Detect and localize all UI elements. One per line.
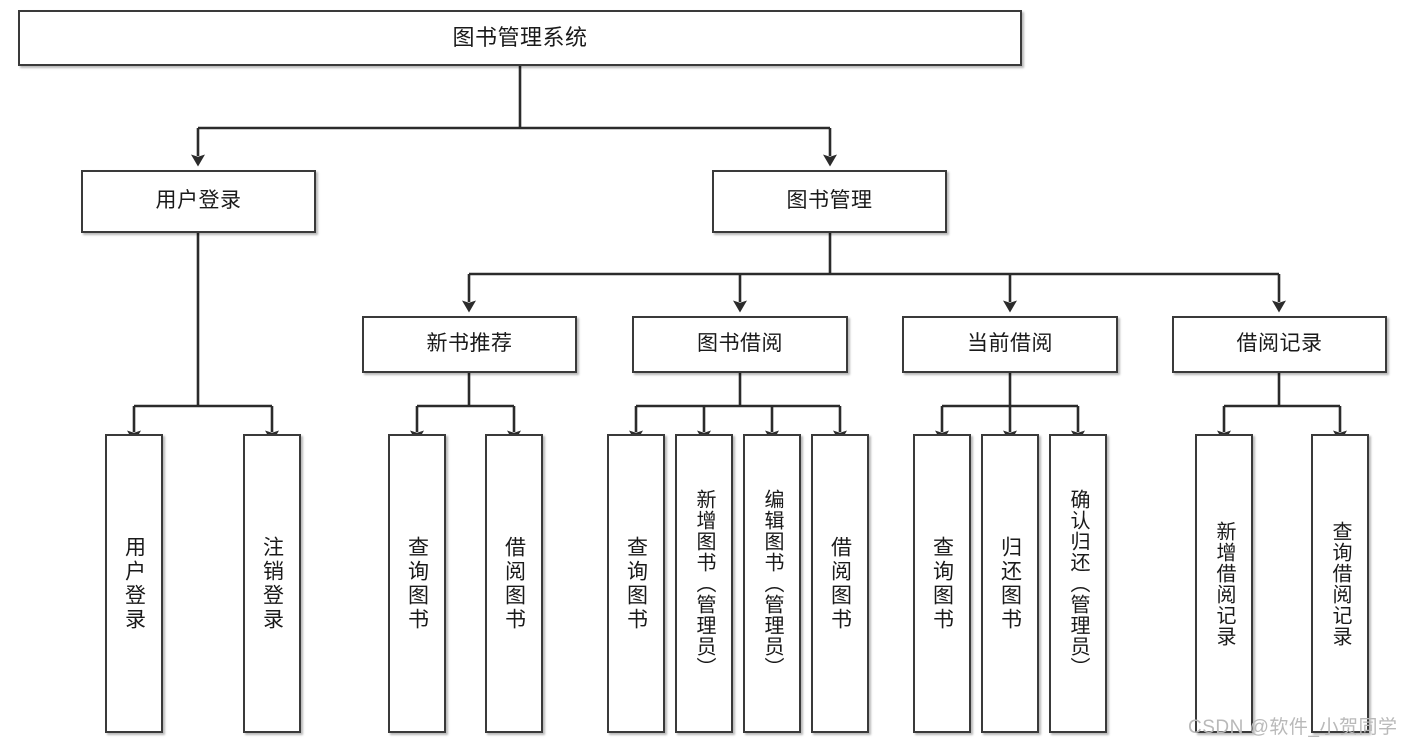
node-label: 用户登录	[155, 189, 242, 213]
node-book-borrow[interactable]: 图书借阅	[632, 316, 848, 373]
node-borrow-record[interactable]: 借阅记录	[1172, 316, 1387, 373]
node-current-borrow[interactable]: 当前借阅	[902, 316, 1118, 373]
node-label: 查询图书	[624, 535, 648, 632]
node-label: 归还图书	[998, 535, 1022, 632]
leaf-user-login-login[interactable]: 用户登录	[105, 434, 163, 733]
node-label: 当前借阅	[967, 332, 1053, 356]
leaf-book-borrow-borrow-book[interactable]: 借阅图书	[811, 434, 869, 733]
node-label: 查询图书	[930, 535, 954, 632]
node-label: 新增借阅记录	[1213, 520, 1235, 647]
node-label: 确认归还（管理员）	[1067, 489, 1089, 678]
node-new-book-recommend[interactable]: 新书推荐	[362, 316, 577, 373]
node-label: 查询借阅记录	[1329, 520, 1351, 647]
leaf-borrow-record-query-record[interactable]: 查询借阅记录	[1311, 434, 1369, 733]
leaf-current-borrow-return-book[interactable]: 归还图书	[981, 434, 1039, 733]
node-label: 新增图书（管理员）	[693, 489, 715, 678]
node-label: 新书推荐	[426, 332, 513, 356]
node-label: 注销登录	[260, 535, 284, 632]
leaf-new-book-query-book[interactable]: 查询图书	[388, 434, 446, 733]
leaf-current-borrow-query-book[interactable]: 查询图书	[913, 434, 971, 733]
leaf-current-borrow-confirm-return[interactable]: 确认归还（管理员）	[1049, 434, 1107, 733]
leaf-new-book-borrow-book[interactable]: 借阅图书	[485, 434, 543, 733]
leaf-user-login-logout[interactable]: 注销登录	[243, 434, 301, 733]
node-label: 图书借阅	[697, 332, 783, 356]
node-label: 借阅图书	[502, 535, 526, 632]
node-root-book-management-system[interactable]: 图书管理系统	[18, 10, 1022, 66]
node-label: 图书管理	[786, 189, 873, 213]
node-label: 用户登录	[122, 535, 146, 632]
node-user-login[interactable]: 用户登录	[81, 170, 316, 233]
leaf-book-borrow-edit-book[interactable]: 编辑图书（管理员）	[743, 434, 801, 733]
node-book-management[interactable]: 图书管理	[712, 170, 947, 233]
leaf-book-borrow-add-book[interactable]: 新增图书（管理员）	[675, 434, 733, 733]
csdn-watermark: CSDN @软件_小贺同学	[1188, 717, 1398, 738]
node-label: 借阅图书	[828, 535, 852, 632]
node-label: 编辑图书（管理员）	[761, 489, 783, 678]
leaf-book-borrow-query-book[interactable]: 查询图书	[607, 434, 665, 733]
node-label: 查询图书	[405, 535, 429, 632]
leaf-borrow-record-add-record[interactable]: 新增借阅记录	[1195, 434, 1253, 733]
node-label: 图书管理系统	[452, 25, 588, 51]
node-label: 借阅记录	[1236, 332, 1323, 356]
